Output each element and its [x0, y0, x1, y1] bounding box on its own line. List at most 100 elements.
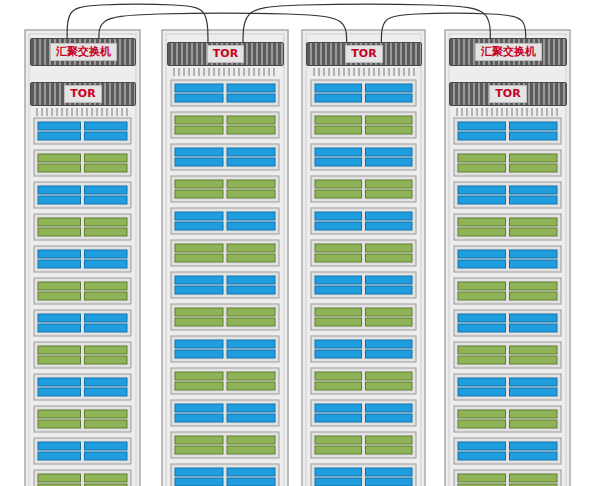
drive-bay [366, 158, 413, 166]
cable-tick [274, 68, 275, 76]
cable-tick [209, 68, 210, 76]
drive-bay [227, 244, 275, 252]
switch-label: 汇聚交换机 [475, 43, 542, 61]
drive-bay [366, 222, 413, 230]
drive-bay [38, 410, 81, 418]
drive-bay [510, 388, 558, 396]
cable-tick [399, 68, 400, 76]
drive-bay [85, 410, 128, 418]
drive-bay [510, 228, 558, 236]
cable-tick [199, 68, 200, 76]
drive-bay [510, 282, 558, 290]
drive-bay [175, 404, 223, 412]
server-chassis [171, 176, 279, 202]
drive-bay [458, 186, 506, 194]
cable-tick [92, 108, 93, 116]
cable-tick [364, 68, 365, 76]
cable-tick [77, 108, 78, 116]
drive-bay [38, 228, 81, 236]
drive-bay [458, 484, 506, 486]
switch-label: 汇聚交换机 [50, 43, 117, 61]
server-chassis [454, 310, 561, 336]
cable-tick [47, 108, 48, 116]
drive-bay [458, 314, 506, 322]
drive-bay [510, 410, 558, 418]
server-unit [34, 406, 131, 432]
rack-frame [445, 30, 570, 486]
network-switch: 汇聚交换机 [449, 38, 567, 66]
drive-bay [315, 404, 362, 412]
drive-bay [366, 436, 413, 444]
server-unit [171, 304, 279, 330]
cable-tick [394, 68, 395, 76]
drive-bay [510, 314, 558, 322]
server-unit [34, 182, 131, 208]
drive-bay [458, 388, 506, 396]
server-unit [34, 374, 131, 400]
drive-bay [366, 94, 413, 102]
server-unit [34, 310, 131, 336]
switch-label: TOR [64, 85, 101, 103]
drive-bay [38, 324, 81, 332]
drive-bay [227, 414, 275, 422]
drive-bay [38, 388, 81, 396]
server-unit [34, 438, 131, 464]
server-chassis [454, 438, 561, 464]
drive-bay [510, 196, 558, 204]
rack-frame [302, 30, 425, 486]
drive-bay [366, 84, 413, 92]
cable-tick [552, 108, 553, 116]
cable-tick [487, 108, 488, 116]
drive-bay [227, 308, 275, 316]
server-chassis [171, 304, 279, 330]
drive-bay [227, 340, 275, 348]
cable-tick [457, 108, 458, 116]
drive-bay [85, 186, 128, 194]
cable-tick [234, 68, 235, 76]
server-chassis [454, 214, 561, 240]
cable-tick [194, 68, 195, 76]
switch-label: TOR [489, 85, 526, 103]
drive-bay [366, 308, 413, 316]
server-unit [34, 278, 131, 304]
cable-tick [254, 68, 255, 76]
drive-bay [315, 94, 362, 102]
drive-bay [175, 436, 223, 444]
drive-bay [38, 164, 81, 172]
cable-tick [112, 108, 113, 116]
drive-bay [315, 436, 362, 444]
drive-bay [366, 180, 413, 188]
server-unit [34, 246, 131, 272]
drive-bay [175, 468, 223, 476]
drive-bay [510, 250, 558, 258]
drive-bay [175, 382, 223, 390]
drive-bay [85, 218, 128, 226]
server-unit [311, 464, 416, 486]
server-unit [171, 208, 279, 234]
drive-bay [458, 324, 506, 332]
cable-tick [244, 68, 245, 76]
cable-tick [37, 108, 38, 116]
server-unit [171, 80, 279, 106]
uplink-cable [243, 4, 490, 42]
server-chassis [34, 342, 131, 368]
drive-bay [38, 484, 81, 486]
cable-tick [214, 68, 215, 76]
cable-tick [259, 68, 260, 76]
drive-bay [85, 346, 128, 354]
server-rack [445, 30, 570, 486]
server-unit [171, 112, 279, 138]
drive-bay [175, 478, 223, 486]
drive-bay [175, 84, 223, 92]
drive-bay [366, 212, 413, 220]
drive-bay [175, 126, 223, 134]
cable-tick [67, 108, 68, 116]
server-chassis [311, 272, 416, 298]
cable-tick [62, 108, 63, 116]
drive-bay [38, 420, 81, 428]
server-unit [171, 272, 279, 298]
cable-tick [409, 68, 410, 76]
server-unit [454, 406, 561, 432]
drive-bay [227, 436, 275, 444]
